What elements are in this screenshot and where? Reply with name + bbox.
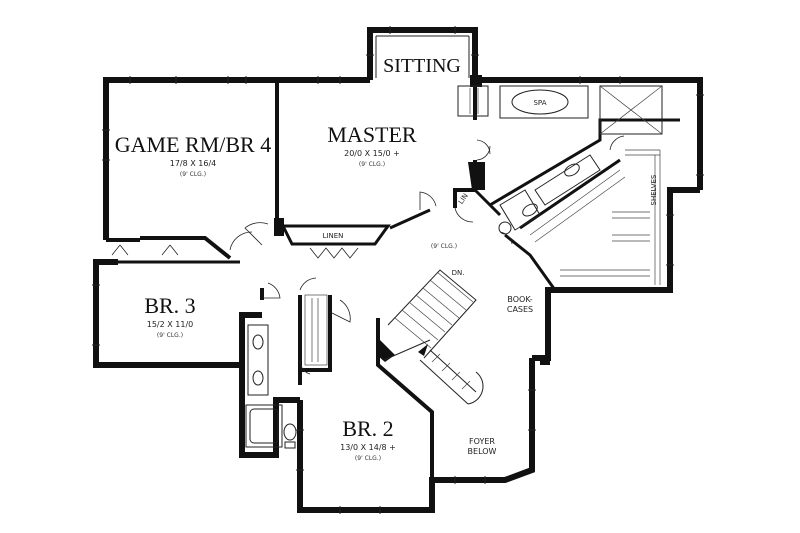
closet-shelving [529, 149, 661, 285]
window-marks [92, 26, 704, 514]
lin-label: LIN [457, 192, 470, 206]
br3-dims: 15/2 X 11/0 [147, 320, 194, 329]
game-room-dims: 17/8 X 16/4 [170, 159, 217, 168]
sitting-label: SITTING [383, 55, 461, 77]
door-swings [111, 135, 625, 375]
bookcases-label-line1: BOOK- [507, 295, 532, 304]
linen-label: LINEN [323, 232, 344, 240]
br2-dims: 13/0 X 14/8 + [340, 443, 396, 452]
br2-label: BR. 2 [342, 416, 393, 441]
spa-tub [457, 85, 589, 119]
br2-ceiling: (9' CLG.) [355, 455, 381, 462]
stair-down-label: DN. [452, 269, 465, 277]
game-room-label: GAME RM/BR 4 [115, 132, 271, 157]
br3-ceiling: (9' CLG.) [157, 332, 183, 339]
sitting-bay-outline [375, 35, 470, 78]
game-room-ceiling: (9' CLG.) [180, 171, 206, 178]
room-labels: SITTING MASTER 20/0 X 15/0 + (9' CLG.) G… [115, 55, 658, 462]
master-ceiling: (9' CLG.) [359, 161, 385, 168]
foyer-label-line1: FOYER [469, 437, 495, 446]
master-label: MASTER [327, 122, 417, 147]
master-vanity [498, 154, 601, 235]
foyer-label-line2: BELOW [468, 447, 497, 456]
br3-label: BR. 3 [144, 293, 195, 318]
hall-linen [304, 294, 328, 366]
interior-walls [106, 80, 680, 480]
hall-bath [245, 324, 297, 449]
hall-ceiling-label: (9' CLG.) [431, 243, 457, 250]
master-dims: 20/0 X 15/0 + [344, 149, 400, 158]
shower [599, 85, 663, 135]
spa-label: SPA [533, 99, 546, 107]
structural-columns [274, 75, 550, 365]
staircase [383, 269, 484, 405]
shelves-label: SHELVES [650, 174, 658, 205]
bookcases-label-line2: CASES [507, 305, 533, 314]
